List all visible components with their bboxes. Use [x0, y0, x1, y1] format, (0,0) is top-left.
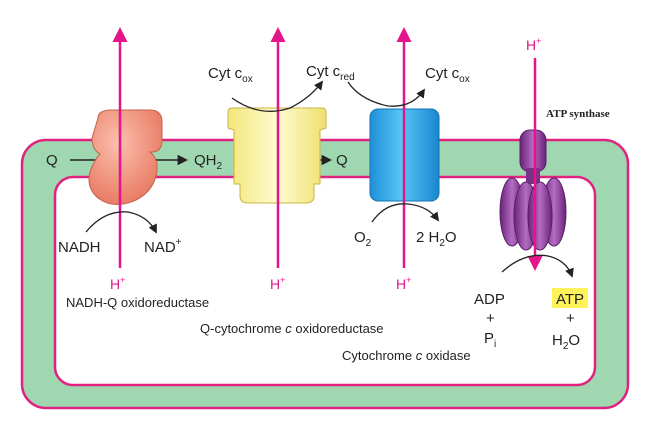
cyt-c-transfer-arrow: [347, 81, 426, 107]
water-label: 2 H2O: [416, 229, 457, 249]
complex-iii-name: Q-cytochrome c oxidoreductase: [200, 321, 384, 336]
cyt-c-ox-label-right: Cyt cox: [425, 65, 470, 85]
cyt-c-ox-label-left: Cyt cox: [208, 65, 253, 85]
atp-highlight: [552, 288, 588, 308]
oxygen-label: O2: [354, 229, 372, 249]
complex-i-name: NADH-Q oxidoreductase: [66, 295, 209, 310]
qh2-label: QH2: [194, 152, 223, 172]
water-label-atp: H2O: [552, 332, 580, 352]
proton-label-1: H+: [110, 275, 125, 292]
q-label-left: Q: [46, 152, 58, 169]
atp-label: ATP: [556, 291, 584, 308]
atp-plus-sign: +: [566, 310, 575, 327]
nadh-label: NADH: [58, 239, 101, 256]
proton-label-4: H+: [396, 275, 411, 292]
atp-synthesis-arrow: [501, 254, 574, 278]
inner-matrix: [53, 175, 597, 387]
atp-synthase-name: ATP synthase: [546, 108, 610, 120]
cyt-c-oxidation-arrow: [231, 80, 324, 112]
oxygen-reduction-arrow: [371, 203, 440, 223]
phosphate-label: Pi: [484, 330, 496, 350]
nadh-oxidation-arrow: [85, 211, 157, 234]
complex-i-protein: [88, 109, 163, 205]
q-label-right: Q: [336, 152, 348, 169]
adp-plus-sign: +: [486, 310, 495, 327]
proton-label-atp-synthase: H+: [526, 36, 541, 53]
cyt-c-red-label: Cyt cred: [306, 63, 355, 83]
nad-plus-label: NAD+: [144, 237, 182, 256]
complex-iv-name: Cytochrome c oxidase: [342, 348, 471, 363]
proton-label-3: H+: [270, 275, 285, 292]
adp-label: ADP: [474, 291, 505, 308]
